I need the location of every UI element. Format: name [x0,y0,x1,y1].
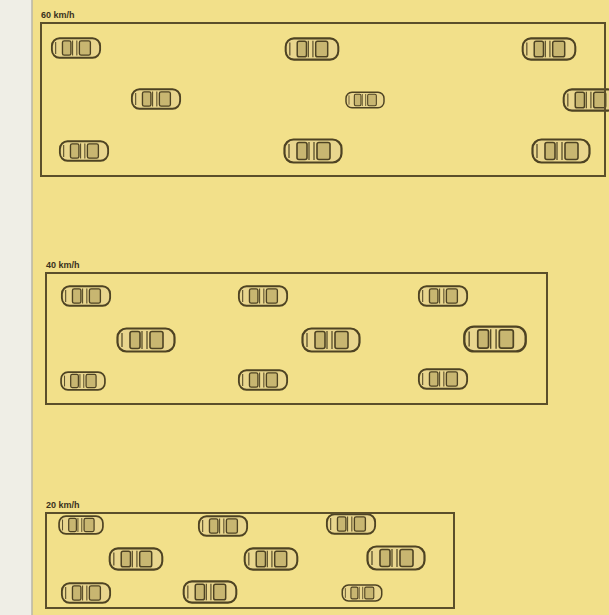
car [285,140,342,163]
car [110,548,163,569]
car [118,329,175,352]
car [199,516,247,535]
speed-label: 60 km/h [41,9,75,21]
car [564,89,609,110]
car [59,516,103,534]
car [419,286,467,305]
speed-panel: 60 km/h [40,22,606,177]
car [327,514,375,533]
car [52,38,100,57]
car [239,370,287,389]
speed-label: 20 km/h [46,499,80,511]
car [184,581,237,602]
car [61,372,105,390]
car [62,583,110,602]
car [132,89,180,108]
car [419,369,467,388]
speed-label: 40 km/h [46,259,80,271]
cars-medium [61,286,526,390]
car [464,327,525,352]
left-margin [0,0,32,615]
car [286,38,339,59]
car [245,548,298,569]
car [346,92,384,107]
car [368,547,425,570]
speed-panel: 40 km/h [45,272,548,405]
margin-line [31,0,33,615]
cars-fast [52,38,609,162]
car [342,585,381,601]
cars-slow [59,514,424,602]
car [60,141,108,160]
speed-panel: 20 km/h [45,512,455,609]
car [533,140,590,163]
car [303,329,360,352]
car [239,286,287,305]
car [62,286,110,305]
car [523,38,576,59]
